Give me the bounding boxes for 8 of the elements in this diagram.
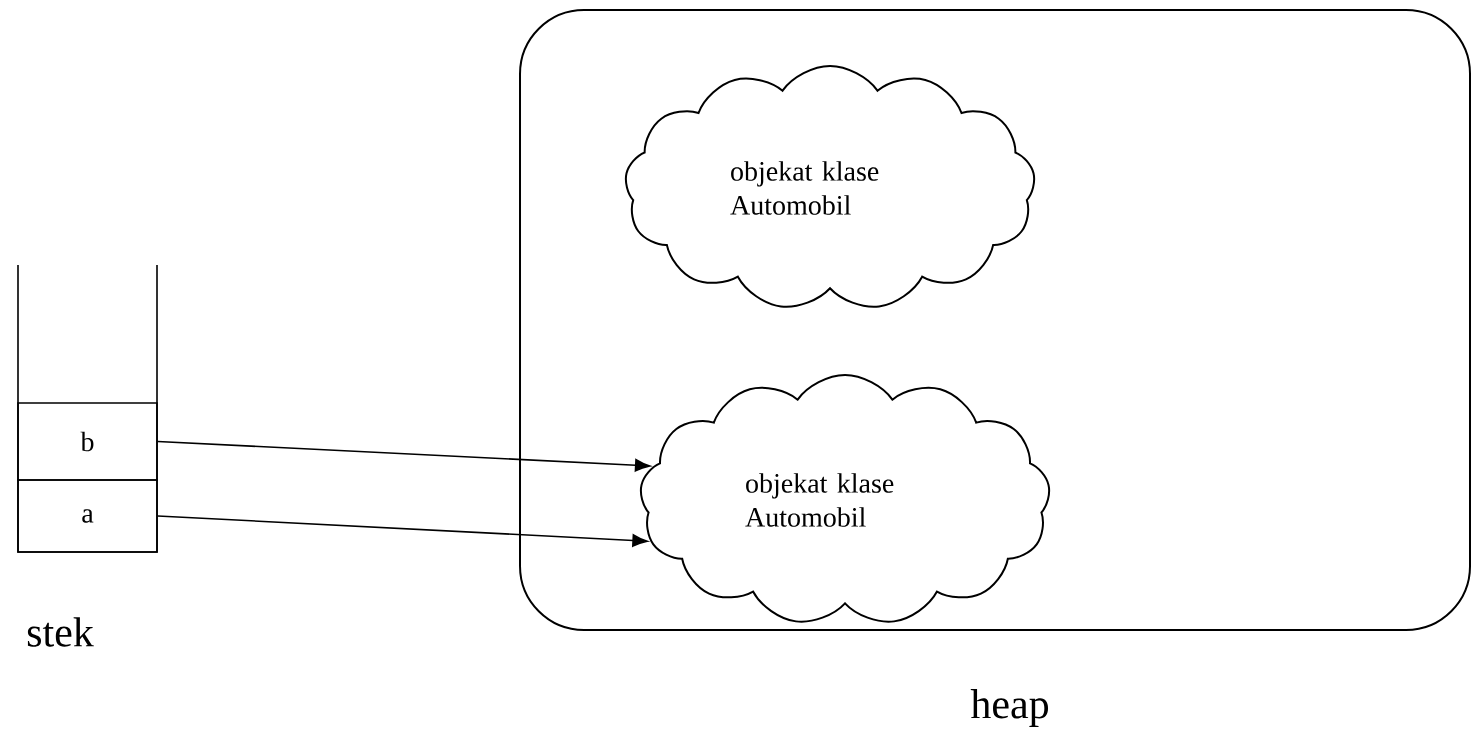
stack-label: stek	[27, 617, 94, 647]
cloud: objekat klase Automobil	[624, 65, 1036, 308]
cloud: objekat klase Automobil	[639, 374, 1051, 623]
heap-label: heap	[970, 688, 1049, 728]
arrow	[157, 515, 648, 547]
stack-cell: a	[17, 479, 158, 553]
arrow	[157, 440, 651, 472]
stack-cell: b	[17, 402, 158, 481]
